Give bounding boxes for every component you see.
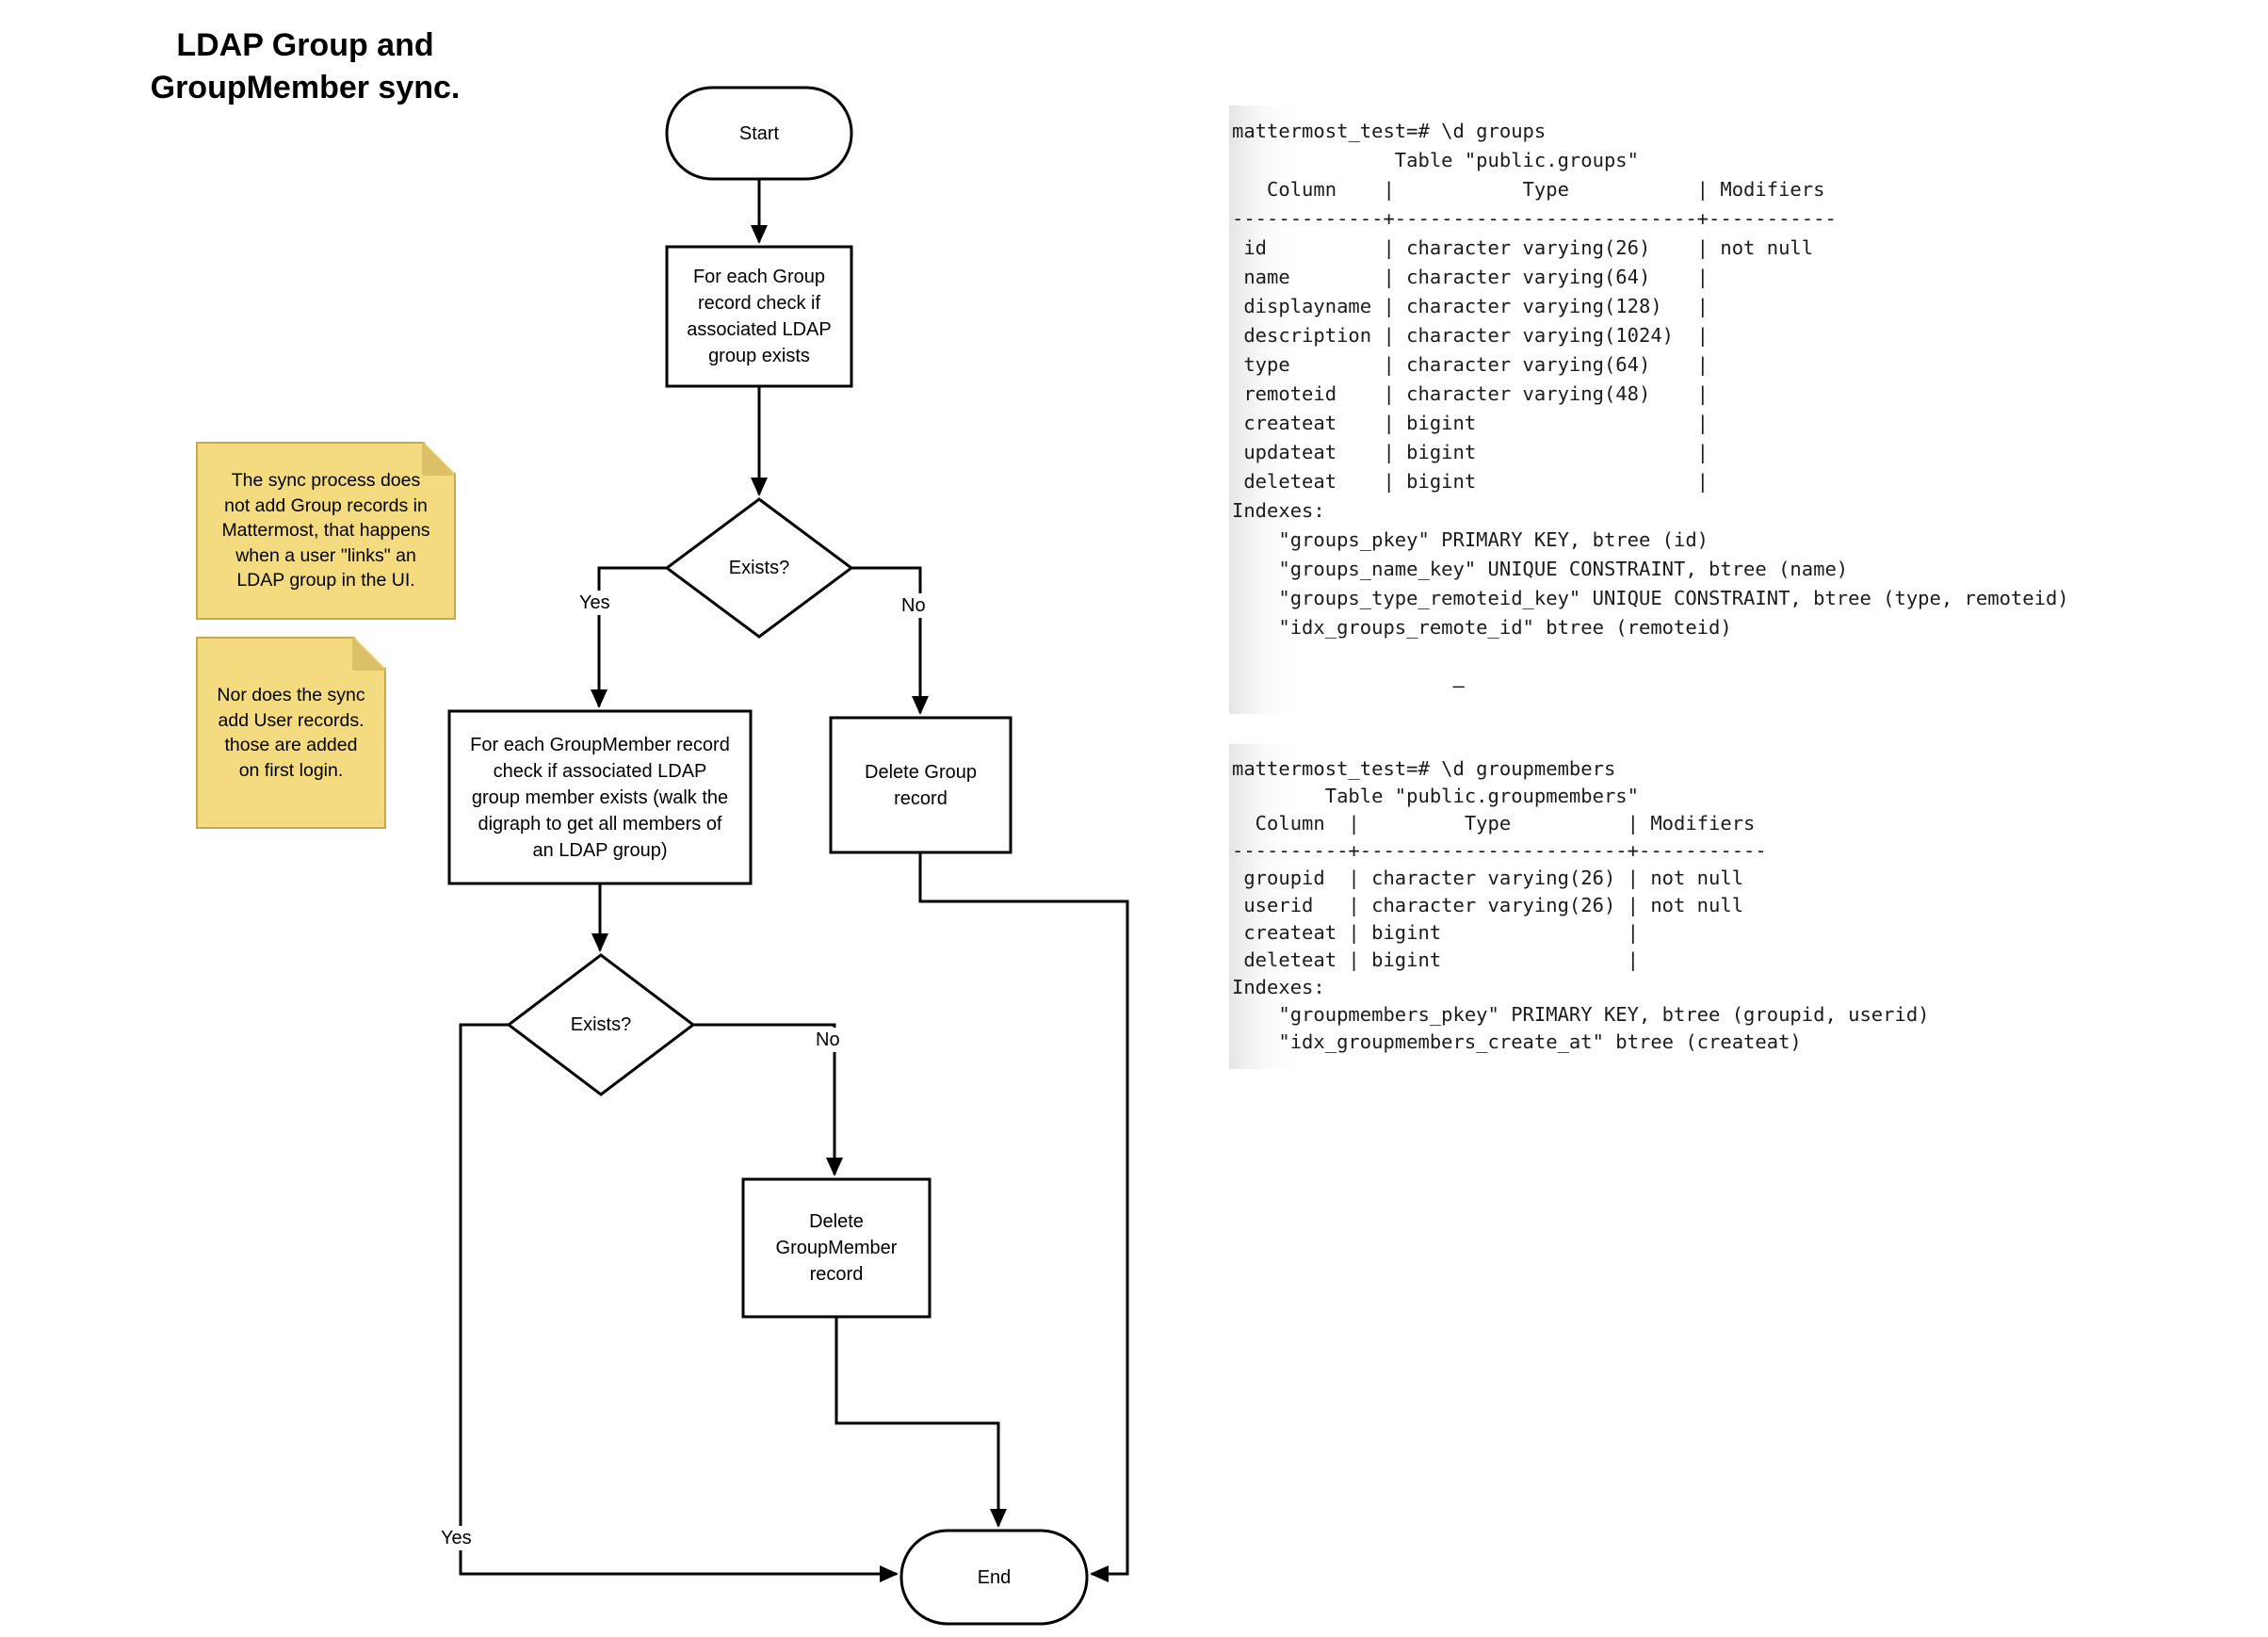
edge-deletegroup-to-end (918, 852, 1129, 1582)
delete-groupmember-node-shape (741, 1177, 932, 1319)
decision2-label: Exists? (570, 1014, 632, 1035)
decision2-yes-label: Yes (438, 1526, 475, 1550)
start-node-label: Start (738, 122, 780, 144)
check-group-node-label: For each Group record check if associate… (687, 267, 832, 366)
decision1-no-label: No (899, 593, 929, 618)
edge-deletegroupmember-to-end (834, 1317, 1007, 1528)
decision1-diamond-shape (664, 497, 854, 639)
check-groupmember-node-shape (447, 709, 753, 885)
delete-group-node-label: Delete Group record (865, 761, 977, 809)
sticky-note-group-sync: The sync process does not add Group reco… (196, 442, 456, 620)
decision1-label: Exists? (728, 558, 790, 578)
flow-connectors (459, 179, 1129, 1582)
sticky-note-user-sync: Nor does the sync add User records. thos… (196, 637, 386, 829)
page-title: LDAP Group and GroupMember sync. (150, 27, 461, 105)
edge-decision2-no (693, 1023, 843, 1176)
psql-output-groupmembers-table: mattermost_test=# \d groupmembers Table … (1229, 744, 1952, 1069)
psql-output-groups-table: mattermost_test=# \d groups Table "publi… (1229, 105, 2092, 714)
edge-decision2-yes-to-end (459, 1023, 899, 1582)
decision2-no-label: No (813, 1028, 843, 1052)
end-node-shape (899, 1529, 1089, 1626)
sticky-note-user-sync-text: Nor does the sync add User records. thos… (217, 685, 365, 781)
end-node-label: End (977, 1566, 1012, 1588)
edge-decision1-no (851, 566, 929, 715)
start-node-shape (665, 86, 853, 181)
check-group-node-shape (665, 245, 853, 388)
check-groupmember-node-label: For each GroupMember record check if ass… (470, 734, 730, 861)
decision2-diamond-shape (506, 953, 696, 1096)
decision1-yes-label: Yes (576, 591, 613, 615)
flow-nodes (447, 86, 1089, 1626)
sticky-note-group-sync-text: The sync process does not add Group reco… (221, 470, 430, 592)
delete-groupmember-node-label: Delete GroupMember record (775, 1211, 898, 1285)
edge-decision1-yes (591, 566, 667, 708)
delete-group-node-shape (829, 716, 1012, 854)
